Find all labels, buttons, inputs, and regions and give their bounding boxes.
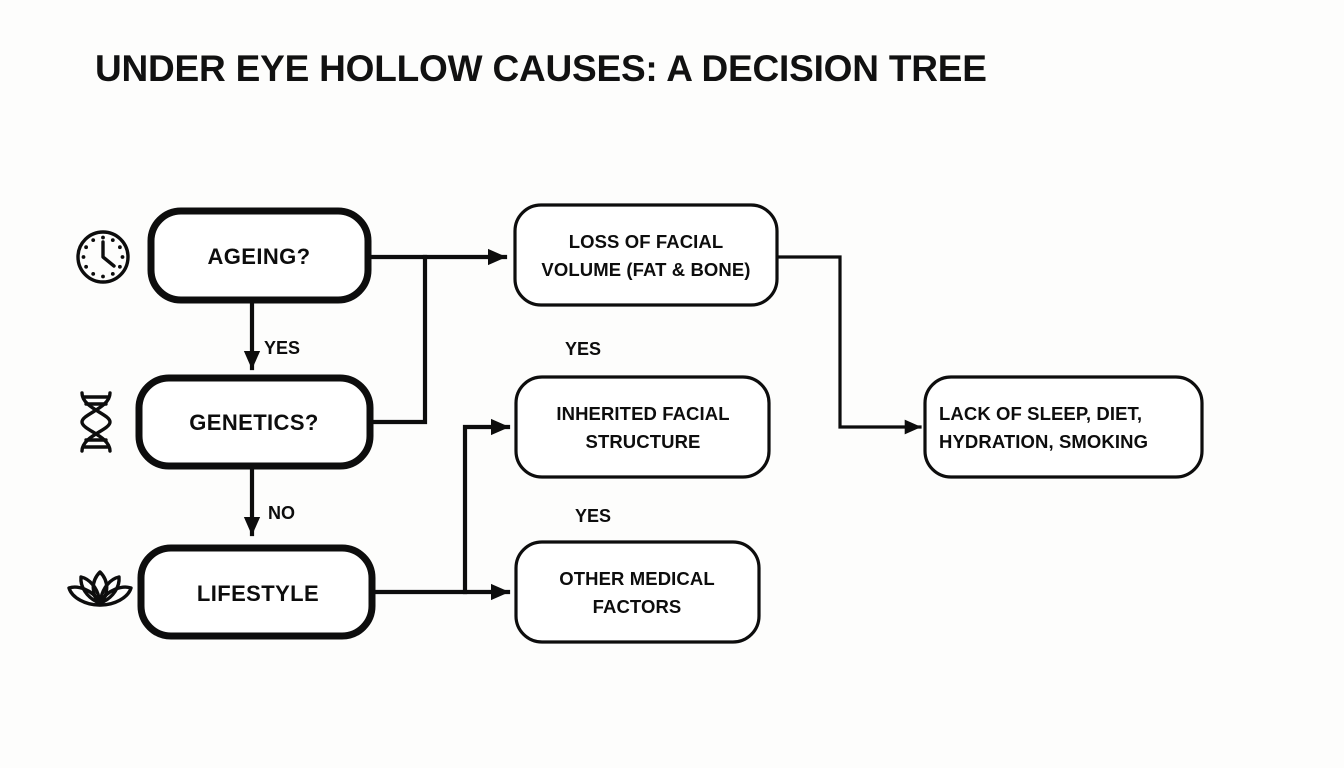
node-loss-of-facial-volume[interactable]: LOSS OF FACIAL VOLUME (FAT & BONE) [513, 203, 779, 307]
node-inherited-facial-structure[interactable]: INHERITED FACIAL STRUCTURE [514, 375, 771, 479]
node-genetics[interactable]: GENETICS? [135, 374, 374, 470]
clock-icon [76, 230, 130, 284]
node-loss-of-facial-volume-line1: LOSS OF FACIAL [569, 231, 724, 252]
lotus-icon [67, 570, 133, 607]
node-lifestyle-box[interactable] [137, 544, 376, 640]
node-other-medical-factors-line1: OTHER MEDICAL [559, 568, 714, 589]
node-ageing[interactable]: AGEING? [147, 207, 372, 304]
node-genetics-box[interactable] [135, 374, 374, 470]
node-inherited-facial-structure-box[interactable] [514, 375, 771, 479]
edge-label-genetics-to-volume: YES [565, 339, 601, 359]
node-lack-of-sleep-line2: HYDRATION, SMOKING [939, 431, 1148, 452]
node-genetics-label: GENETICS? [189, 410, 319, 435]
node-lifestyle-label: LIFESTYLE [197, 581, 319, 606]
node-inherited-facial-structure-line1: INHERITED FACIAL [556, 403, 729, 424]
node-lack-of-sleep-line1: LACK OF SLEEP, DIET, [939, 403, 1142, 424]
page-title: UNDER EYE HOLLOW CAUSES: A DECISION TREE [95, 48, 987, 89]
node-loss-of-facial-volume-box[interactable] [513, 203, 779, 307]
node-ageing-label: AGEING? [207, 244, 310, 269]
node-lifestyle[interactable]: LIFESTYLE [137, 544, 376, 640]
node-other-medical-factors-box[interactable] [514, 540, 761, 644]
edge-lifestyle-to-inherited [462, 418, 511, 595]
node-lack-of-sleep-box[interactable] [923, 375, 1204, 479]
edge-label-lifestyle-to-inherited: YES [575, 506, 611, 526]
node-other-medical-factors[interactable]: OTHER MEDICAL FACTORS [514, 540, 761, 644]
dna-icon [80, 391, 112, 453]
node-ageing-box[interactable] [147, 207, 372, 304]
edge-genetics-to-volume [367, 254, 428, 425]
edge-label-ageing-to-genetics: YES [264, 338, 300, 358]
node-inherited-facial-structure-line2: STRUCTURE [586, 431, 701, 452]
node-lack-of-sleep-diet-hydration-smoking[interactable]: LACK OF SLEEP, DIET, HYDRATION, SMOKING [923, 375, 1204, 479]
node-loss-of-facial-volume-line2: VOLUME (FAT & BONE) [541, 259, 750, 280]
edge-volume-to-habits [775, 255, 922, 435]
node-other-medical-factors-line2: FACTORS [593, 596, 682, 617]
edge-label-genetics-to-lifestyle: NO [268, 503, 295, 523]
